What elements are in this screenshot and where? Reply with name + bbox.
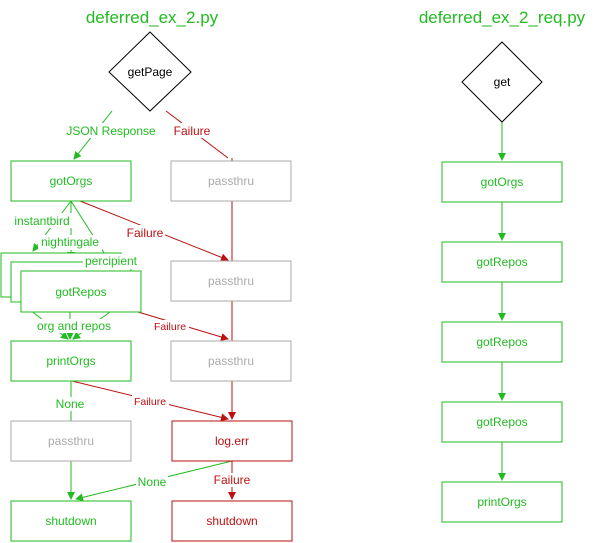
failure-2-label-bg — [125, 225, 165, 240]
right-gotrepos-2-node — [441, 321, 563, 363]
gotrepos-label: gotRepos — [55, 285, 106, 299]
right-gotrepos-1-node — [441, 241, 563, 283]
gotorgs-node — [10, 160, 132, 202]
none-1-label-bg — [54, 397, 86, 411]
getpage-label: getPage — [128, 65, 173, 79]
shutdown-green-node — [10, 500, 132, 542]
json-response-label: JSON Response — [66, 124, 156, 138]
passthru-1-label: passthru — [208, 174, 254, 188]
getpage-diamond — [108, 31, 192, 112]
right-gotrepos-3-node — [441, 401, 563, 443]
printorgs-label: printOrgs — [46, 354, 95, 368]
get-diamond — [461, 41, 543, 123]
org-and-repos-label: org and repos — [37, 319, 111, 333]
right-gotrepos-3-label: gotRepos — [476, 415, 527, 429]
gotorgs-label: gotOrgs — [50, 174, 93, 188]
passthru-2-node — [170, 260, 292, 302]
none-1-label: None — [56, 397, 85, 411]
percipient-label: percipient — [85, 254, 138, 268]
left-title: deferred_ex_2.py — [86, 8, 219, 27]
failure-4-label: Failure — [134, 396, 166, 408]
failure-1-label: Failure — [174, 124, 211, 138]
log-err-label: log.err — [215, 434, 249, 448]
json-response-label-bg — [64, 123, 158, 138]
printorgs-node — [10, 340, 132, 382]
nightingale-label: nightingale — [41, 235, 99, 249]
failure-2-label: Failure — [127, 226, 164, 240]
passthru-3-label: passthru — [208, 354, 254, 368]
instantbird-label: instantbird — [14, 214, 69, 228]
shutdown-red-label: shutdown — [206, 514, 257, 528]
get-label: get — [494, 75, 511, 89]
none-2-label-bg — [136, 475, 168, 489]
right-gotorgs-node — [441, 161, 563, 203]
org-and-repos-label-bg — [35, 319, 113, 333]
failure-3-label-bg — [152, 320, 189, 333]
passthru-2-label: passthru — [208, 274, 254, 288]
failure-4-label-bg — [132, 395, 169, 408]
passthru-3-node — [170, 340, 292, 382]
shutdown-red-node — [171, 500, 293, 542]
nightingale-label-bg — [38, 235, 102, 250]
right-title: deferred_ex_2_req.py — [419, 8, 586, 27]
log-err-node — [171, 420, 293, 462]
failure-5-label: Failure — [214, 473, 251, 487]
right-printorgs-label: printOrgs — [477, 495, 526, 509]
instantbird-label-bg — [12, 213, 72, 228]
none-2-label: None — [138, 475, 167, 489]
percipient-label-bg — [83, 254, 139, 269]
right-gotrepos-2-label: gotRepos — [476, 335, 527, 349]
passthru-left-node — [10, 420, 132, 462]
passthru-1-node — [170, 160, 292, 202]
passthru-left-label: passthru — [48, 434, 94, 448]
failure-3-label: Failure — [154, 321, 186, 333]
right-printorgs-node — [441, 481, 563, 523]
shutdown-green-label: shutdown — [45, 514, 96, 528]
right-gotorgs-label: gotOrgs — [481, 175, 524, 189]
gotrepos-node — [20, 270, 142, 313]
failure-5-label-bg — [212, 473, 252, 487]
failure-1-label-bg — [172, 123, 212, 138]
right-gotrepos-1-label: gotRepos — [476, 255, 527, 269]
